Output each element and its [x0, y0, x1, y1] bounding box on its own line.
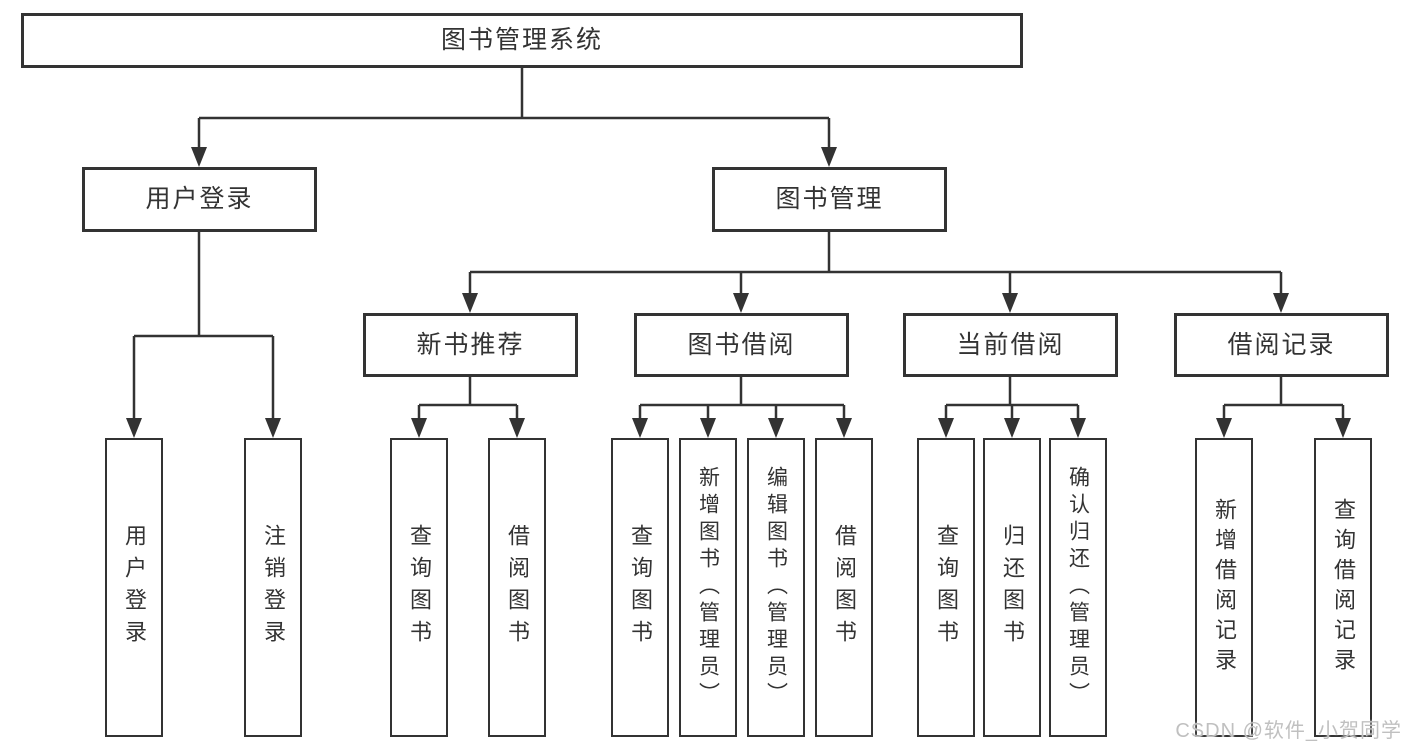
leaf-query-books-recommend: 查询图书 — [390, 438, 448, 737]
leaf-query-books-current: 查询图书 — [917, 438, 975, 737]
connector-root-to-level2 — [197, 68, 831, 149]
node-label: 新书推荐 — [416, 330, 525, 359]
node-label: 注销登录 — [261, 523, 286, 652]
leaf-add-books-admin: 新增图书（管理员） — [679, 438, 737, 737]
arrow-icon — [191, 147, 207, 167]
arrow-icon — [632, 418, 648, 438]
node-label: 图书借阅 — [687, 330, 796, 359]
arrow-icon — [1216, 418, 1232, 438]
leaf-query-books-borrowing: 查询图书 — [611, 438, 669, 737]
arrow-icon — [126, 418, 142, 438]
leaf-edit-books-admin: 编辑图书（管理员） — [747, 438, 805, 737]
arrow-icon — [509, 418, 525, 438]
leaf-user-login: 用户登录 — [105, 438, 163, 737]
node-label: 用户登录 — [145, 185, 254, 213]
connector-book-borrowing-branch — [638, 377, 846, 420]
connector-current-borrowing-branch — [944, 377, 1080, 420]
node-label: 新增图书（管理员） — [696, 466, 720, 709]
node-label: 查询图书 — [407, 523, 432, 652]
node-label: 确认归还（管理员） — [1066, 466, 1090, 709]
arrow-icon — [1273, 293, 1289, 313]
connector-borrowing-records-branch — [1222, 377, 1345, 420]
arrow-icon — [768, 418, 784, 438]
node-label: 图书管理系统 — [440, 26, 603, 54]
connector-new-book-branch — [417, 377, 519, 420]
node-label: 新增借阅记录 — [1212, 497, 1237, 678]
connector-user-login-branch — [132, 232, 275, 420]
leaf-add-borrow-record: 新增借阅记录 — [1195, 438, 1253, 737]
leaf-return-books: 归还图书 — [983, 438, 1041, 737]
node-label: 当前借阅 — [956, 330, 1065, 359]
node-label: 编辑图书（管理员） — [764, 466, 788, 709]
arrow-icon — [462, 293, 478, 313]
node-book-management: 图书管理 — [712, 167, 947, 232]
arrow-icon — [836, 418, 852, 438]
node-label: 查询图书 — [934, 523, 959, 652]
node-new-book-recommend: 新书推荐 — [363, 313, 578, 377]
arrow-icon — [1335, 418, 1351, 438]
arrow-icon — [1002, 293, 1018, 313]
node-label: 用户登录 — [122, 523, 147, 652]
node-label: 查询图书 — [628, 523, 653, 652]
arrow-icon — [700, 418, 716, 438]
node-user-login-branch: 用户登录 — [82, 167, 317, 232]
leaf-query-borrow-record: 查询借阅记录 — [1314, 438, 1372, 737]
arrow-icon — [411, 418, 427, 438]
arrow-icon — [733, 293, 749, 313]
csdn-watermark: CSDN @软件_小贺同学 — [1175, 720, 1402, 742]
node-label: 图书管理 — [775, 185, 884, 213]
node-label: 归还图书 — [1000, 523, 1025, 652]
node-book-borrowing: 图书借阅 — [634, 313, 849, 377]
leaf-logout: 注销登录 — [244, 438, 302, 737]
node-current-borrowing: 当前借阅 — [903, 313, 1118, 377]
leaf-confirm-return-admin: 确认归还（管理员） — [1049, 438, 1107, 737]
node-library-system: 图书管理系统 — [21, 13, 1023, 68]
node-borrowing-records: 借阅记录 — [1174, 313, 1389, 377]
leaf-borrow-books-recommend: 借阅图书 — [488, 438, 546, 737]
node-label: 借阅图书 — [832, 523, 857, 652]
arrow-icon — [938, 418, 954, 438]
node-label: 借阅图书 — [505, 523, 530, 652]
node-label: 查询借阅记录 — [1331, 497, 1356, 678]
arrow-icon — [1070, 418, 1086, 438]
connector-book-management-branch — [468, 232, 1283, 295]
node-label: 借阅记录 — [1227, 330, 1336, 359]
arrow-icon — [265, 418, 281, 438]
arrow-icon — [1004, 418, 1020, 438]
arrow-icon — [821, 147, 837, 167]
leaf-borrow-books: 借阅图书 — [815, 438, 873, 737]
